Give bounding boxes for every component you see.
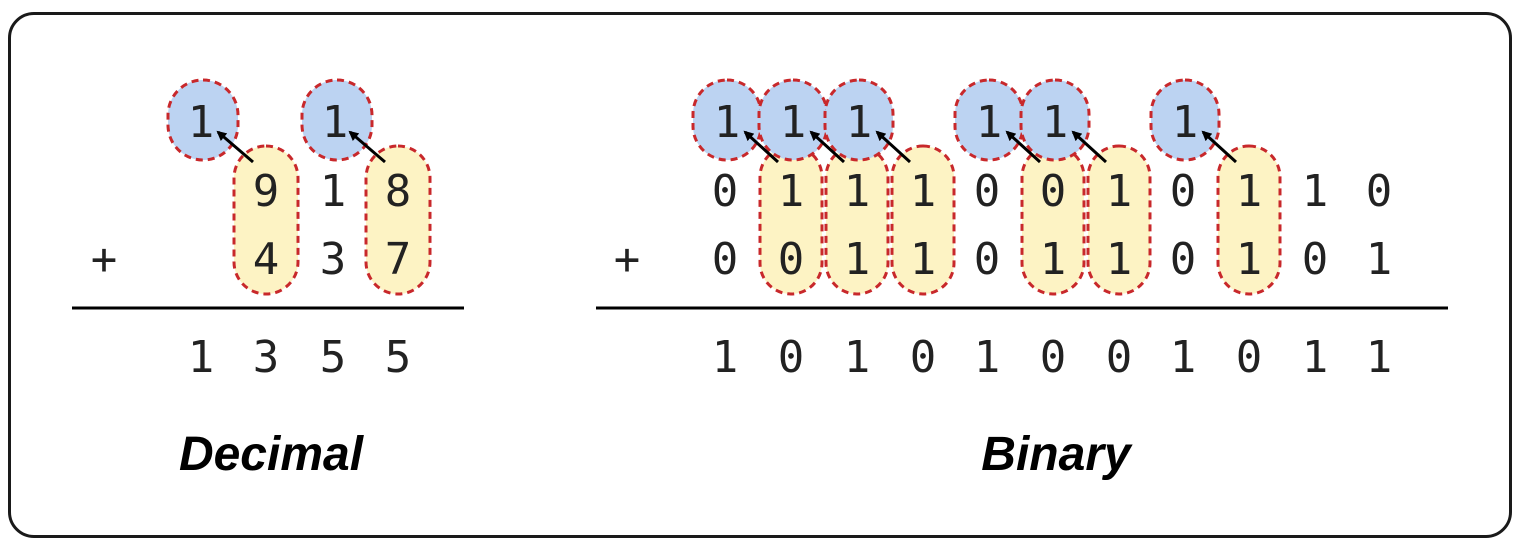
binary-addend2-digit: 1 bbox=[1236, 234, 1263, 285]
binary-addend1-digit: 1 bbox=[910, 166, 937, 217]
binary-caption: Binary bbox=[981, 428, 1133, 481]
binary-carry-arrow bbox=[875, 130, 912, 164]
binary-carry-arrow bbox=[743, 130, 780, 164]
decimal-addend2-digit: 4 bbox=[253, 234, 280, 285]
binary-result-digit: 0 bbox=[1236, 332, 1263, 383]
decimal-carry-digit: 1 bbox=[322, 97, 349, 148]
binary-result-digit: 1 bbox=[1302, 332, 1329, 383]
binary-addend2-digit: 1 bbox=[1040, 234, 1067, 285]
binary-carry-digit: 1 bbox=[1042, 97, 1069, 148]
decimal-result-digit: 5 bbox=[385, 332, 412, 383]
binary-carry-arrow bbox=[1005, 130, 1042, 164]
binary-addend1-digit: 0 bbox=[974, 166, 1001, 217]
decimal-caption: Decimal bbox=[179, 428, 365, 481]
binary-result-digit: 0 bbox=[1106, 332, 1133, 383]
binary-carry-arrow bbox=[1071, 130, 1108, 164]
binary-addend1-digit: 0 bbox=[1040, 166, 1067, 217]
binary-result-digit: 0 bbox=[910, 332, 937, 383]
binary-addend2-digit: 0 bbox=[974, 234, 1001, 285]
binary-result-digit: 0 bbox=[1040, 332, 1067, 383]
binary-addend1-digit: 1 bbox=[1106, 166, 1133, 217]
binary-addend1-digit: 1 bbox=[778, 166, 805, 217]
binary-plus-sign: + bbox=[614, 234, 641, 285]
binary-addend2-digit: 1 bbox=[844, 234, 871, 285]
binary-addend1-digit: 1 bbox=[1302, 166, 1329, 217]
decimal-addend1-digit: 9 bbox=[253, 166, 280, 217]
binary-addend2-digit: 0 bbox=[1170, 234, 1197, 285]
decimal-carry-arrow bbox=[216, 130, 254, 164]
binary-result-digit: 1 bbox=[844, 332, 871, 383]
binary-addend2-digit: 1 bbox=[1106, 234, 1133, 285]
binary-result-digit: 1 bbox=[712, 332, 739, 383]
binary-carry-digit: 1 bbox=[714, 97, 741, 148]
decimal-plus-sign: + bbox=[91, 234, 118, 285]
decimal-result-digit: 3 bbox=[253, 332, 280, 383]
binary-carry-digit: 1 bbox=[976, 97, 1003, 148]
binary-carry-column-pill bbox=[890, 144, 956, 296]
decimal-carry-arrow bbox=[348, 130, 386, 164]
decimal-addend1-digit: 8 bbox=[385, 166, 412, 217]
binary-carry-column-pill bbox=[1216, 144, 1282, 296]
binary-addend1-digit: 0 bbox=[712, 166, 739, 217]
binary-carry-column-pill bbox=[1086, 144, 1152, 296]
binary-addend2-digit: 1 bbox=[1366, 234, 1393, 285]
binary-addend2-digit: 0 bbox=[778, 234, 805, 285]
binary-addend1-digit: 1 bbox=[1236, 166, 1263, 217]
decimal-result-digit: 5 bbox=[320, 332, 347, 383]
binary-addend2-digit: 1 bbox=[910, 234, 937, 285]
binary-carry-digit: 1 bbox=[1172, 97, 1199, 148]
binary-panel: 1 1 1 1 1 1 0 1 1 1 0 0 1 0 1 1 0 + 0 0 … bbox=[596, 78, 1448, 481]
binary-addend1-digit: 0 bbox=[1366, 166, 1393, 217]
binary-carry-arrow bbox=[809, 130, 846, 164]
decimal-addend2-digit: 7 bbox=[385, 234, 412, 285]
binary-result-digit: 1 bbox=[1170, 332, 1197, 383]
binary-addend1-digit: 1 bbox=[844, 166, 871, 217]
binary-carry-arrow bbox=[1201, 130, 1238, 164]
binary-addend2-digit: 0 bbox=[712, 234, 739, 285]
binary-result-digit: 0 bbox=[778, 332, 805, 383]
binary-result-digit: 1 bbox=[1366, 332, 1393, 383]
binary-addend2-digit: 0 bbox=[1302, 234, 1329, 285]
binary-carry-digit: 1 bbox=[780, 97, 807, 148]
decimal-addend2-digit: 3 bbox=[320, 234, 347, 285]
decimal-panel: 1 1 9 1 8 + 4 3 7 1 3 5 5 Decimal bbox=[72, 78, 464, 481]
decimal-carry-digit: 1 bbox=[188, 97, 215, 148]
binary-carry-digit: 1 bbox=[846, 97, 873, 148]
decimal-carry-column-pill bbox=[364, 144, 432, 296]
decimal-result-digit: 1 bbox=[188, 332, 215, 383]
decimal-addend1-digit: 1 bbox=[320, 166, 347, 217]
decimal-carry-column-pill bbox=[232, 144, 300, 296]
binary-result-digit: 1 bbox=[974, 332, 1001, 383]
binary-addend1-digit: 0 bbox=[1170, 166, 1197, 217]
